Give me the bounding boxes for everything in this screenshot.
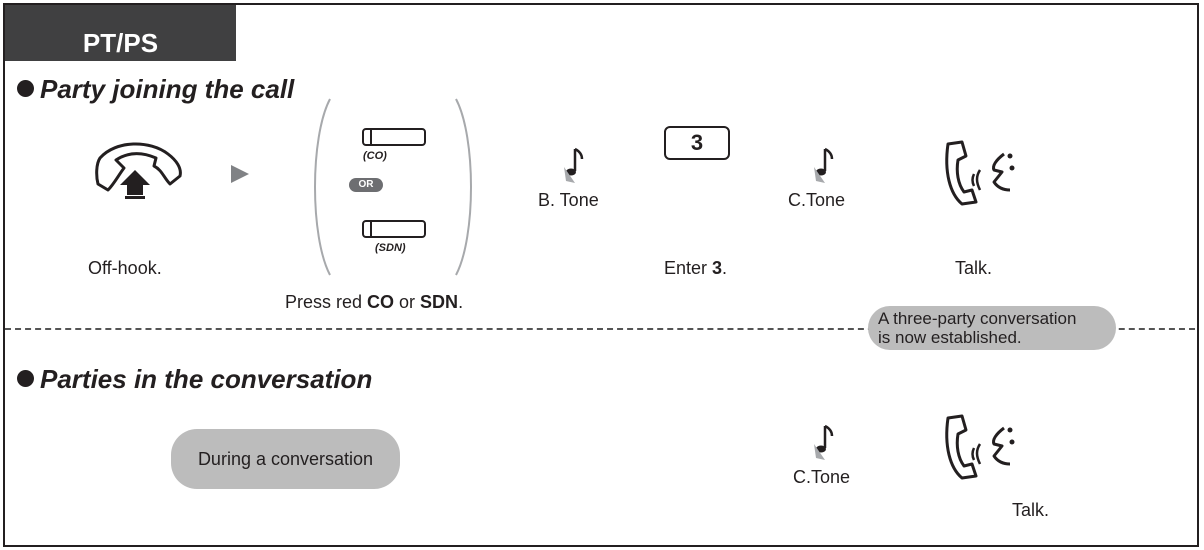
left-paren-icon — [314, 98, 331, 276]
confirm-tone-label-2: C.Tone — [793, 467, 851, 487]
busy-tone-label: B. Tone — [538, 190, 599, 210]
section2-title: Parties in the conversation — [40, 364, 373, 394]
talk-label-2: Talk. — [1012, 500, 1050, 520]
enter-value: 3 — [712, 258, 723, 278]
talk-label: Talk. — [955, 258, 993, 278]
offhook-label: Off-hook. — [88, 258, 162, 278]
press-sdn: SDN — [420, 292, 459, 312]
enter-end: . — [722, 258, 728, 278]
device-tab: PT/PS — [5, 5, 236, 61]
confirm-tone-label: C.Tone — [788, 190, 846, 210]
tab-label: PT/PS — [82, 28, 159, 58]
talk-handset-icon — [945, 140, 1015, 206]
press-prefix: Press red — [285, 292, 368, 312]
confirm-tone-icon — [814, 147, 834, 183]
press-end: . — [458, 292, 464, 312]
section-title-joining: Party joining the call — [17, 74, 294, 105]
play-arrow-icon — [231, 165, 249, 183]
established-note-overlay: A three-party conversation is now establ… — [868, 306, 1116, 350]
talk-handset-icon-2 — [945, 414, 1015, 480]
enter-prefix: Enter — [664, 258, 713, 278]
dial-key-3: 3 — [664, 126, 730, 160]
bullet-icon — [17, 370, 34, 387]
bullet-icon — [17, 80, 34, 97]
press-or: or — [394, 292, 421, 312]
sdn-key-label: (SDN) — [375, 242, 406, 254]
press-instruction: Press red CO or SDN. — [285, 292, 463, 313]
note-overlay-line-1: A three-party conversation — [878, 309, 1077, 328]
co-key — [362, 128, 426, 146]
enter-instruction: Enter 3. — [664, 258, 727, 279]
press-co: CO — [367, 292, 395, 312]
section-title-parties: Parties in the conversation — [17, 364, 372, 395]
right-paren-icon — [455, 98, 472, 276]
section-divider — [5, 328, 1195, 330]
confirm-tone-icon-2 — [814, 424, 834, 460]
note-overlay-line-2: is now established. — [878, 328, 1022, 347]
or-badge: OR — [349, 178, 383, 192]
co-key-label: (CO) — [363, 150, 387, 162]
section1-title: Party joining the call — [40, 74, 295, 104]
page-frame — [3, 3, 1199, 547]
handset-offhook-icon — [95, 142, 182, 199]
during-conversation-badge: During a conversation — [171, 429, 400, 489]
sdn-key — [362, 220, 426, 238]
busy-tone-icon — [564, 147, 584, 183]
